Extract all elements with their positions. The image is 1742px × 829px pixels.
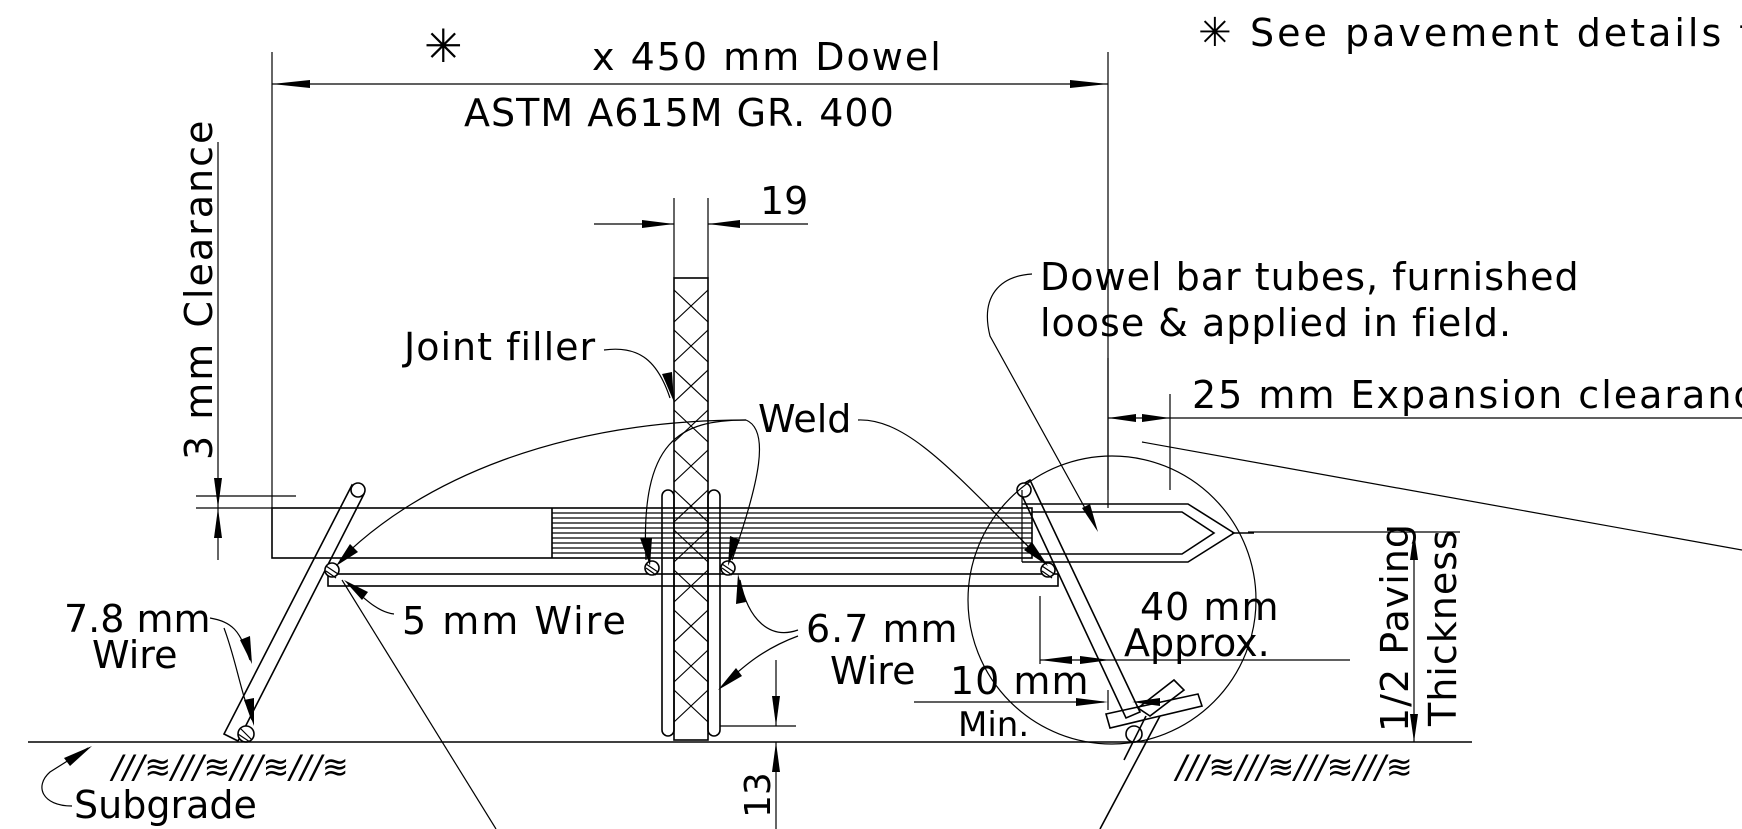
tubes-label-line1: Dowel bar tubes, furnished bbox=[1040, 255, 1580, 299]
approx-label-line1: 40 mm bbox=[1140, 585, 1279, 629]
wire-5-arrowhead bbox=[344, 580, 368, 600]
min-dimension bbox=[914, 690, 1160, 710]
expansion-clearance-dimension bbox=[1107, 358, 1742, 490]
approx-label-line2: Approx. bbox=[1124, 621, 1270, 665]
right-u-wire-loop bbox=[707, 489, 721, 737]
subgrade-label: Subgrade bbox=[74, 783, 257, 827]
dowel-bar bbox=[271, 507, 1033, 559]
joint-filler-board bbox=[673, 277, 709, 741]
wire-78-leaders bbox=[209, 617, 254, 726]
min-dim-label-line1: 10 mm bbox=[950, 659, 1089, 703]
weld-label: Weld bbox=[758, 397, 851, 441]
joint-filler-arrowhead bbox=[662, 372, 674, 402]
anchor-stake bbox=[1099, 678, 1204, 829]
subgrade-leader bbox=[41, 747, 89, 807]
thickness-label-line1: 1/2 Paving bbox=[1373, 523, 1417, 732]
joint-width-label: 19 bbox=[760, 179, 808, 223]
wire-5-extension-leader bbox=[341, 579, 497, 829]
tubes-arrowhead bbox=[1082, 504, 1098, 532]
wire-67-label-line1: 6.7 mm bbox=[806, 607, 959, 651]
wire-78-label-line2: Wire bbox=[92, 633, 177, 677]
joint-filler-label: Joint filler bbox=[402, 325, 596, 369]
clearance-label: 3 mm Clearance bbox=[177, 119, 221, 460]
min-dim-label-line2: Min. bbox=[958, 705, 1029, 745]
clearance-dimension bbox=[196, 142, 296, 560]
wire-78-label-line1: 7.8 mm bbox=[64, 597, 211, 641]
longitudinal-wire bbox=[327, 573, 1059, 587]
expansion-clearance-label: 25 mm Expansion clearance bbox=[1192, 373, 1742, 417]
detail-callout-leader bbox=[1141, 441, 1742, 551]
tubes-label-line2: loose & applied in field. bbox=[1040, 301, 1512, 345]
approx-dimension bbox=[1039, 596, 1350, 664]
subgrade-arrowhead bbox=[64, 746, 92, 766]
dowel-spec-label: ASTM A615M GR. 400 bbox=[464, 91, 895, 135]
subgrade-hatch-right: ///≋///≋///≋///≋ bbox=[1173, 748, 1413, 786]
detail-callout-circle bbox=[967, 455, 1257, 745]
wire-67-leaders bbox=[718, 574, 799, 690]
weld-leaders bbox=[336, 419, 1048, 566]
dowel-length-label: x 450 mm Dowel bbox=[592, 35, 943, 79]
dowel-bar-tube bbox=[1022, 503, 1254, 563]
joint-filler-leader bbox=[603, 348, 671, 399]
pavement-details-note: See pavement details for s bbox=[1250, 11, 1742, 55]
left-diagonal-wire-leg bbox=[222, 482, 366, 743]
bottom-clearance-label: 13 bbox=[738, 772, 779, 818]
wire-67-label-line2: Wire bbox=[830, 649, 915, 693]
wire-5-label: 5 mm Wire bbox=[402, 599, 628, 643]
note-asterisk: ✳ bbox=[1198, 10, 1232, 56]
joint-width-dimension bbox=[594, 198, 808, 278]
left-u-wire-loop bbox=[661, 489, 675, 737]
right-diagonal-wire-leg bbox=[1016, 478, 1142, 720]
paving-thickness-dimension bbox=[1248, 531, 1460, 742]
subgrade-hatch-left: ///≋///≋///≋///≋ bbox=[109, 748, 349, 786]
bottom-clearance-dimension bbox=[720, 660, 796, 829]
thickness-label-line2: Thickness bbox=[1421, 529, 1465, 727]
dowel-length-asterisk: ✳ bbox=[424, 19, 463, 73]
tubes-leader bbox=[986, 273, 1097, 529]
